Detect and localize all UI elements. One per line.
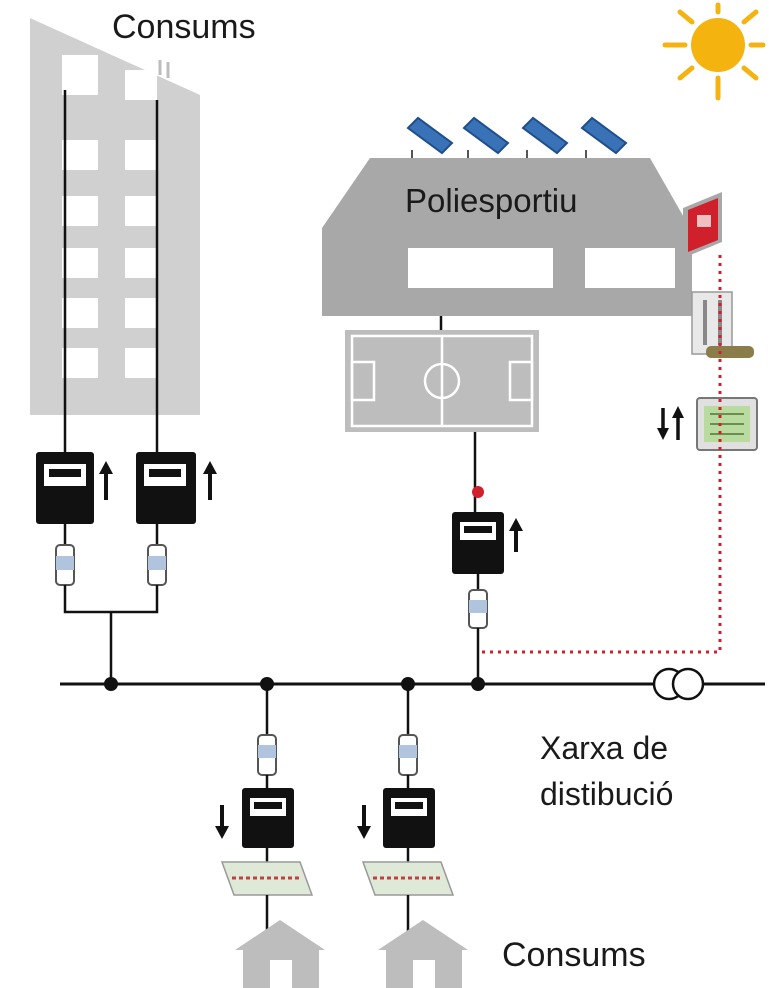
disconnect-switch-icon — [691, 291, 754, 358]
house-icon — [235, 920, 325, 950]
meter-icon — [383, 788, 435, 848]
distribution-network-label-line1: Xarxa de — [540, 730, 669, 766]
consums-label-top: Consums — [112, 8, 256, 46]
poliesportiu-label: Poliesportiu — [405, 182, 578, 219]
consumer-branch-1 — [215, 684, 325, 988]
consumer-branch-2 — [357, 684, 468, 988]
transformer-icon — [652, 667, 705, 701]
solar-panels — [406, 116, 628, 160]
football-pitch — [345, 316, 539, 432]
apartment-building — [30, 18, 200, 415]
building-feeder — [63, 585, 159, 683]
hall-wire — [472, 432, 484, 512]
consums-label-bottom: Consums — [502, 936, 646, 974]
fuse-icon — [147, 524, 167, 586]
meter-icon — [452, 512, 523, 574]
distribution-network-label: Xarxa de distibució — [540, 725, 673, 817]
fuse-icon — [55, 524, 75, 586]
sun-icon — [662, 2, 766, 101]
meter-icon — [136, 452, 217, 524]
meter-icon — [242, 788, 294, 848]
distribution-network-label-line2: distibució — [540, 776, 674, 812]
fuse-icon — [468, 574, 488, 683]
inverter-icon — [683, 192, 722, 258]
meter-icon — [36, 452, 113, 524]
bidirectional-meter-icon — [657, 397, 758, 451]
sports-hall — [322, 158, 692, 316]
house-icon — [378, 920, 468, 950]
building-wires — [63, 90, 159, 455]
